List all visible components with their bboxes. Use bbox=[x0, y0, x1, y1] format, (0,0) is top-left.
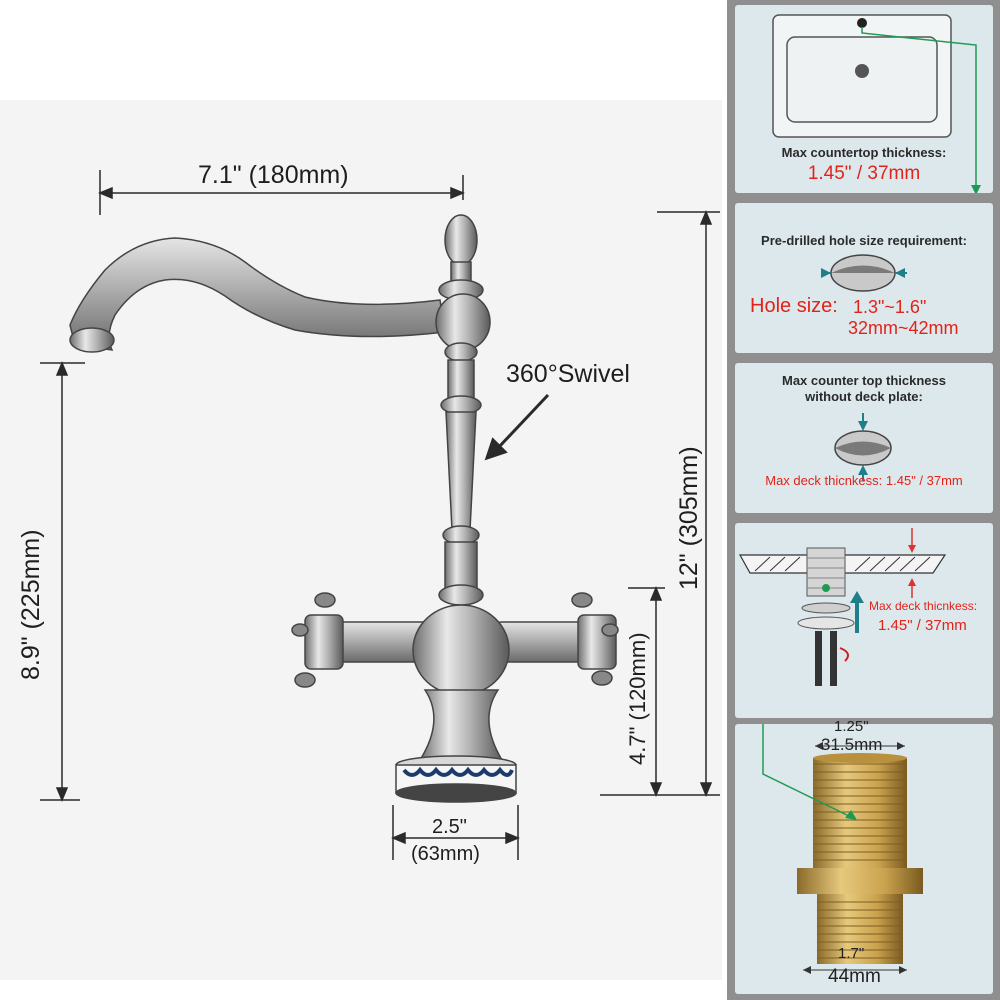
card2-title: Pre-drilled hole size requirement: bbox=[761, 233, 967, 248]
deck-thickness-card: Max counter top thickness without deck p… bbox=[735, 363, 993, 513]
card1-title: Max countertop thickness: bbox=[781, 145, 947, 160]
faucet-body bbox=[69, 214, 619, 803]
spout-height-label: 8.9" (225mm) bbox=[17, 529, 45, 680]
card4-label: Max deck thicnkess: bbox=[869, 599, 978, 613]
spout-reach-label: 7.1" (180mm) bbox=[198, 161, 349, 189]
brass-shank-illustration bbox=[762, 724, 923, 974]
total-height-label: 12" (305mm) bbox=[675, 446, 703, 590]
card4-value: 1.45" / 37mm bbox=[878, 617, 967, 634]
hole-size-mm: 32mm~42mm bbox=[848, 318, 959, 338]
hole-size-label: Hole size: bbox=[750, 295, 838, 317]
total-height-dimension bbox=[600, 210, 720, 797]
countertop-thickness-card: Max countertop thickness: 1.45" / 37mm bbox=[735, 5, 993, 193]
base-diameter-in-label: 2.5" bbox=[432, 816, 467, 838]
faucet-diagram-panel bbox=[0, 100, 722, 980]
swivel-arrow bbox=[484, 393, 550, 461]
guide-line bbox=[762, 724, 854, 819]
mount-illustration bbox=[738, 528, 947, 686]
card1-value: 1.45" / 37mm bbox=[807, 163, 921, 184]
hole-size-card: Pre-drilled hole size requirement: Hole … bbox=[735, 203, 993, 353]
spout-reach-dimension bbox=[98, 170, 465, 215]
sink-illustration bbox=[772, 14, 981, 193]
card5-bottom-mm: 44mm bbox=[828, 966, 881, 987]
swivel-label: 360°Swivel bbox=[506, 360, 630, 388]
faucet-drawing bbox=[40, 170, 720, 860]
brass-shank-card: 1.25" 31.5mm 1.7" 44mm bbox=[735, 718, 993, 994]
hole-illustration bbox=[821, 254, 907, 292]
card5-top-in: 1.25" bbox=[834, 718, 869, 735]
spout-height-dimension bbox=[40, 361, 85, 802]
card5-top-mm: 31.5mm bbox=[821, 735, 883, 754]
hole-depth-illustration bbox=[834, 413, 892, 481]
handle-height-dimension bbox=[628, 586, 665, 797]
card3-title-line1: Max counter top thickness bbox=[782, 373, 946, 388]
card3-value: Max deck thicnkess: 1.45" / 37mm bbox=[765, 473, 963, 488]
guide-line bbox=[861, 27, 977, 187]
card5-bottom-in: 1.7" bbox=[838, 945, 865, 962]
deck-mount-card: Max deck thicnkess: 1.45" / 37mm bbox=[735, 523, 993, 718]
handle-height-label: 4.7" (120mm) bbox=[625, 632, 650, 765]
hole-size-in: 1.3"~1.6" bbox=[853, 297, 927, 317]
base-diameter-dimension bbox=[391, 805, 520, 860]
card3-title-line2: without deck plate: bbox=[805, 389, 923, 404]
base-diameter-mm-label: (63mm) bbox=[411, 843, 480, 865]
